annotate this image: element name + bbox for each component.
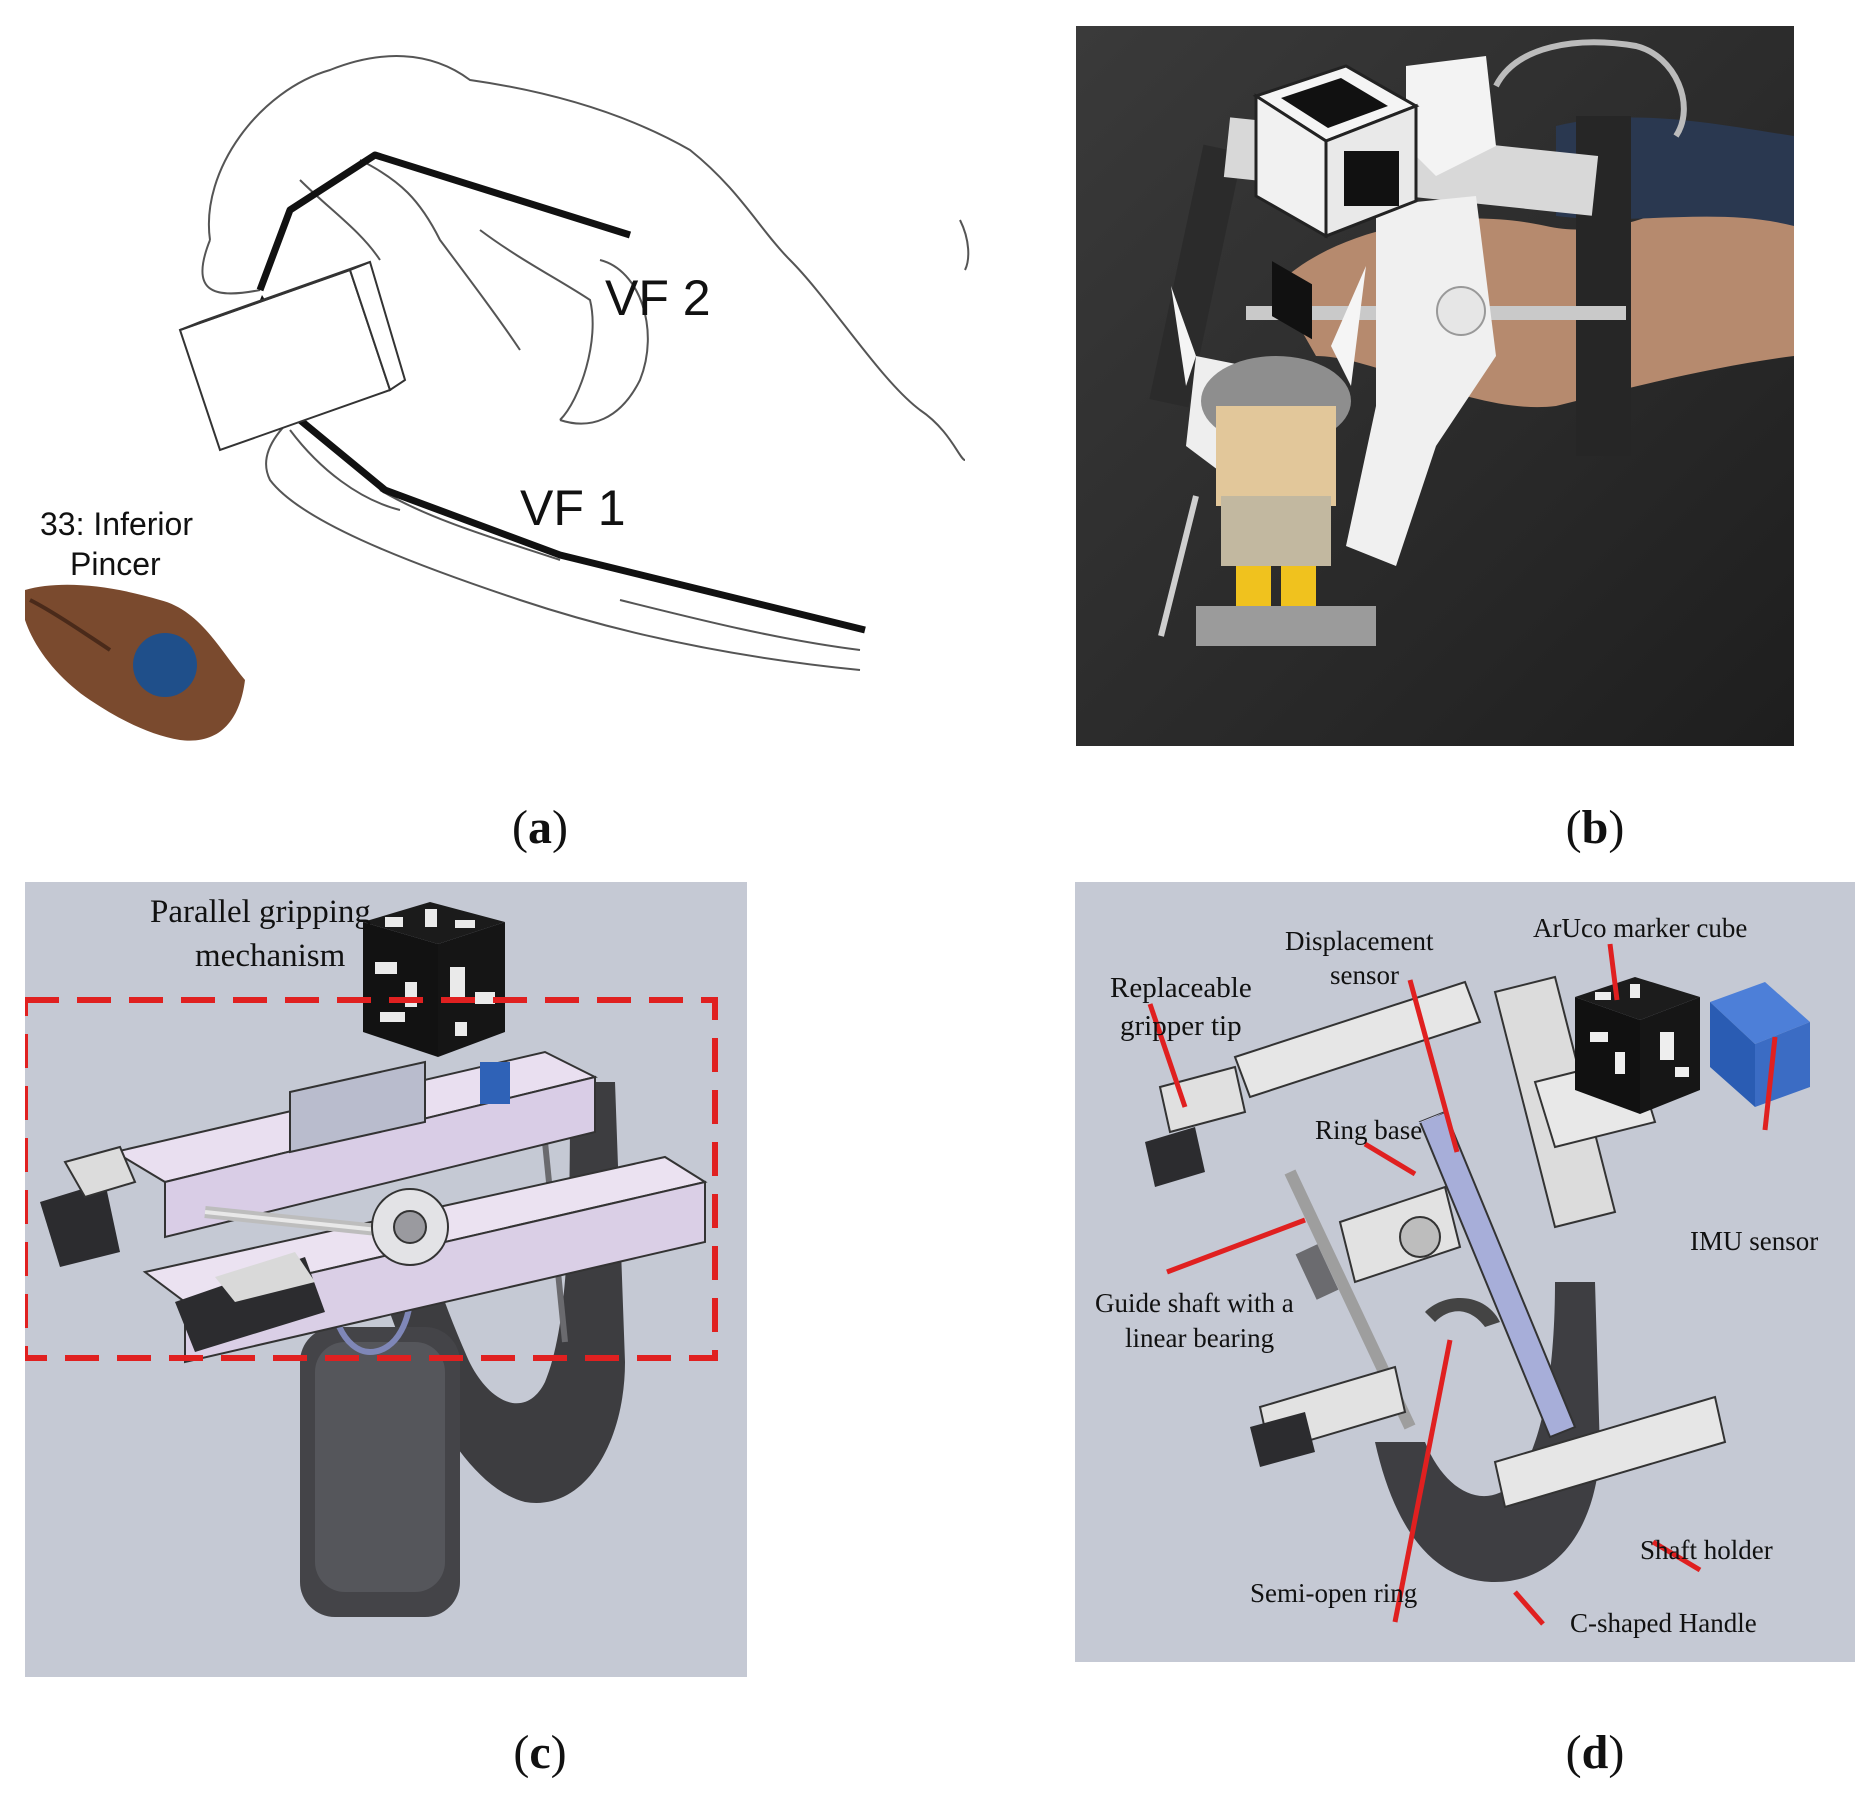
- grasp-type-label-line1: 33: Inferior: [40, 506, 193, 542]
- hand-drawing: VF 2 VF 1 33: Inferior Pincer: [25, 55, 970, 741]
- gripping-mechanism-box: [22, 997, 718, 1361]
- caption-b: (b): [1565, 801, 1625, 854]
- imu-label: IMU sensor: [1690, 1226, 1818, 1256]
- grasp-type-label-line2: Pincer: [70, 546, 161, 582]
- shaft-holder-label: Shaft holder: [1640, 1535, 1773, 1565]
- lego-figure: [1158, 266, 1376, 646]
- parallel-gripping-label-line1: Parallel gripping: [150, 894, 371, 930]
- panel-b-photo: [1076, 26, 1794, 746]
- guide-shaft-label-line1: Guide shaft with a: [1095, 1288, 1294, 1318]
- caption-a: (a): [512, 801, 568, 854]
- displacement-label-line1: Displacement: [1285, 926, 1434, 956]
- gripper-tip-label-line2: gripper tip: [1120, 1010, 1242, 1042]
- guide-shaft-label-line2: linear bearing: [1125, 1323, 1274, 1353]
- panel-c-cad: Parallel gripping mechanism: [22, 882, 747, 1677]
- vf2-label: VF 2: [605, 270, 711, 326]
- aruco-label: ArUco marker cube: [1533, 913, 1747, 943]
- panel-d-exploded: ArUco marker cube Displacement sensor Re…: [1075, 882, 1855, 1662]
- cad-assembly: Parallel gripping mechanism: [22, 882, 747, 1677]
- imu-sensor-part: [1710, 982, 1810, 1107]
- gripper-tip-label-line1: Replaceable: [1110, 972, 1252, 1004]
- aruco-cube-cad: [363, 902, 505, 1057]
- exploded-assembly: ArUco marker cube Displacement sensor Re…: [1075, 882, 1855, 1662]
- leader-lines: [1147, 943, 1778, 1626]
- device-photo: [1076, 26, 1794, 746]
- c-handle-label: C-shaped Handle: [1570, 1608, 1757, 1638]
- caption-a-letter: a: [528, 801, 552, 854]
- aruco-cube-photo: [1252, 64, 1420, 340]
- caption-d-letter: d: [1581, 1726, 1609, 1779]
- caption-d: (d): [1565, 1726, 1625, 1779]
- caption-c: (c): [513, 1726, 567, 1779]
- caption-c-letter: c: [529, 1726, 551, 1779]
- parallel-gripping-label-line2: mechanism: [195, 938, 346, 974]
- caption-b-letter: b: [1581, 801, 1609, 854]
- panel-a: VF 2 VF 1 33: Inferior Pincer: [0, 0, 1000, 780]
- vf1-label: VF 1: [520, 480, 626, 536]
- displacement-label-line2: sensor: [1330, 960, 1399, 990]
- ring-base-label: Ring base: [1315, 1115, 1422, 1145]
- grasp-thumbnail: [25, 584, 245, 741]
- semi-open-ring-label: Semi-open ring: [1250, 1578, 1417, 1608]
- aruco-cube-exploded: [1575, 977, 1700, 1114]
